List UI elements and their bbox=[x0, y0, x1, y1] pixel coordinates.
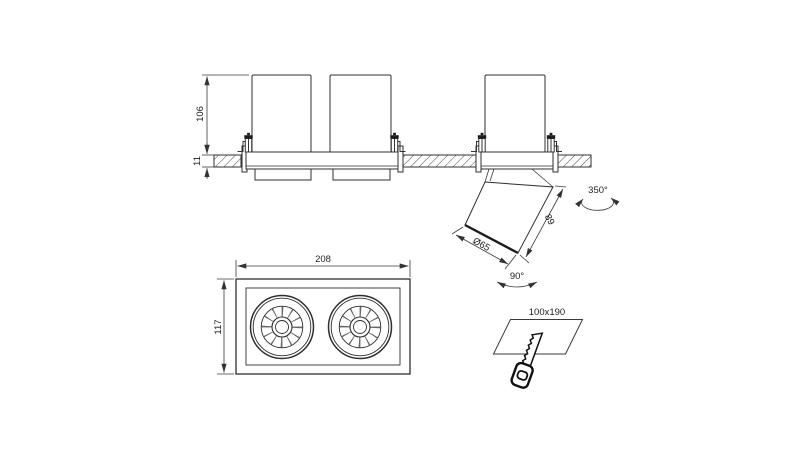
lamp-trim bbox=[332, 168, 391, 181]
cylinder-right bbox=[484, 74, 546, 154]
cylinder-middle bbox=[329, 74, 392, 154]
dim-label-plan-height: 117 bbox=[213, 319, 224, 334]
cutout-size-label: 100x190 bbox=[529, 307, 565, 318]
dim-label-length: 89 bbox=[542, 212, 557, 227]
dim-label-height: 106 bbox=[195, 106, 206, 122]
tilt-90-icon: 90° bbox=[496, 271, 538, 289]
saw-icon bbox=[510, 332, 544, 389]
lamp-trim bbox=[254, 168, 312, 181]
plan-view: 208 117 bbox=[213, 254, 411, 375]
rotation-350-icon: 350° bbox=[575, 185, 620, 211]
section-view: 106 11 Ø65 89 350° bbox=[192, 74, 620, 289]
plan-lamp-right bbox=[327, 294, 393, 360]
tilt-angle-label: 90° bbox=[510, 271, 525, 282]
saw-handle-grip-hole bbox=[516, 369, 529, 381]
lamp-housing-cylinders bbox=[251, 74, 546, 154]
fixture-frame-right bbox=[475, 145, 559, 173]
plan-lamp-left bbox=[249, 294, 315, 360]
rotation-angle-label: 350° bbox=[588, 185, 608, 196]
dim-label-recess: 11 bbox=[192, 156, 203, 166]
spring-clip-icon bbox=[237, 132, 254, 153]
spring-clip-icon bbox=[470, 132, 487, 153]
spring-clip-icon bbox=[546, 132, 563, 153]
dim-recess-11: 11 bbox=[192, 143, 214, 179]
dim-width-208: 208 bbox=[235, 254, 411, 277]
cylinder-left bbox=[251, 74, 312, 154]
dim-height-106: 106 bbox=[195, 74, 249, 156]
fixture-frame-left bbox=[241, 145, 404, 181]
reflector-facets bbox=[261, 306, 303, 348]
cutout-view: 100x190 bbox=[492, 307, 584, 389]
dim-height-117: 117 bbox=[213, 278, 234, 375]
reflector-facets bbox=[339, 306, 381, 348]
dim-length-89: 89 bbox=[519, 185, 567, 264]
dim-label-plan-width: 208 bbox=[315, 254, 331, 265]
